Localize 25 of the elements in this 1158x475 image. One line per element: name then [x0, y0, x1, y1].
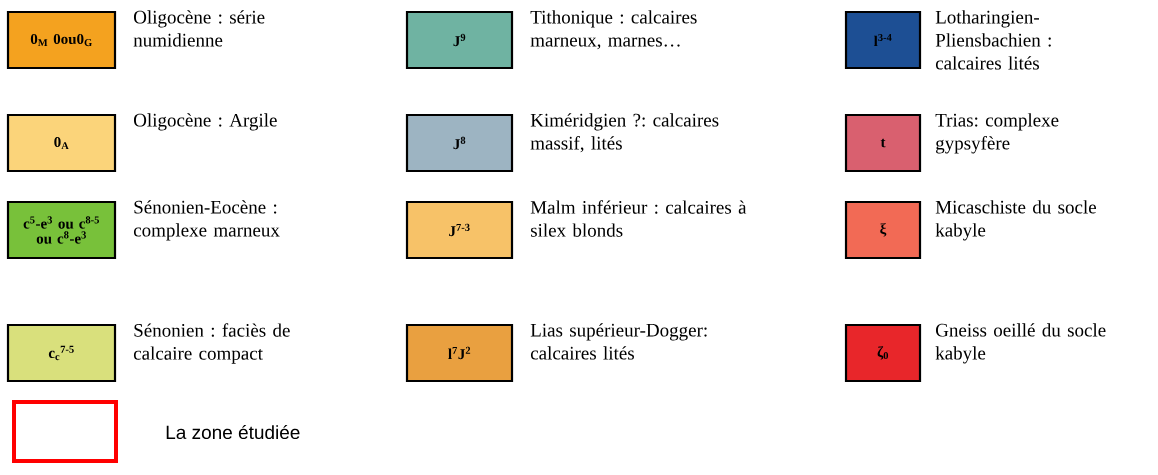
legend-text: Micaschiste du socle kabyle — [935, 200, 1096, 241]
legend-text: Lotharingien-Pliensbachien : calcaires lités — [935, 10, 1051, 70]
swatch-code: 0$_{A}$ — [54, 136, 69, 150]
swatch-code: J$^{7-3}$ — [449, 223, 470, 237]
swatch-code: J$^{9}$ — [453, 33, 466, 47]
legend-text: Oligocène : série numidienne — [133, 10, 265, 47]
swatch-code: J$^{8}$ — [453, 136, 466, 150]
swatch-code: ξ — [880, 223, 887, 237]
legend-text: Oligocène : Argile — [134, 113, 277, 131]
swatch-code: t — [880, 138, 886, 148]
swatch-code: c$^{5}$-e$^{3}$ ou c$^{8-5}$ ou c$^{8}$-e$^{3}$ — [23, 216, 99, 244]
legend-text: Gneiss oeillé du socle kabyle — [935, 323, 1106, 364]
swatch-code: l$^{3-4}$ — [874, 33, 892, 47]
legend-text: Trias: complexe gypsyfère — [935, 113, 1059, 154]
legend-text: Tithonique : calcaires marneux, marnes… — [530, 10, 697, 50]
swatch-code: 0$_{M}$ 0ou0$_{G}$ — [30, 33, 92, 47]
legend-text: Sénonien : faciès de calcaire compact — [133, 323, 290, 364]
legend-text: Kiméridgien ?: calcaires massif, lités — [530, 113, 719, 153]
swatch-code: c$_{c}$7-5 — [48, 345, 74, 361]
legend-text: Malm inférieur : calcaires à silex blonds — [530, 200, 747, 237]
legend-entry: La zone étudiée — [12, 400, 300, 463]
legend-text: Sénonien-Eocène : complexe marneux — [133, 200, 280, 241]
swatch-code: ζ$_{0}$ — [877, 346, 889, 360]
legend-text: Lias supérieur-Dogger: calcaires lités — [530, 323, 707, 360]
swatch-code: l$^{7}$J$^{2}$ — [448, 346, 471, 360]
